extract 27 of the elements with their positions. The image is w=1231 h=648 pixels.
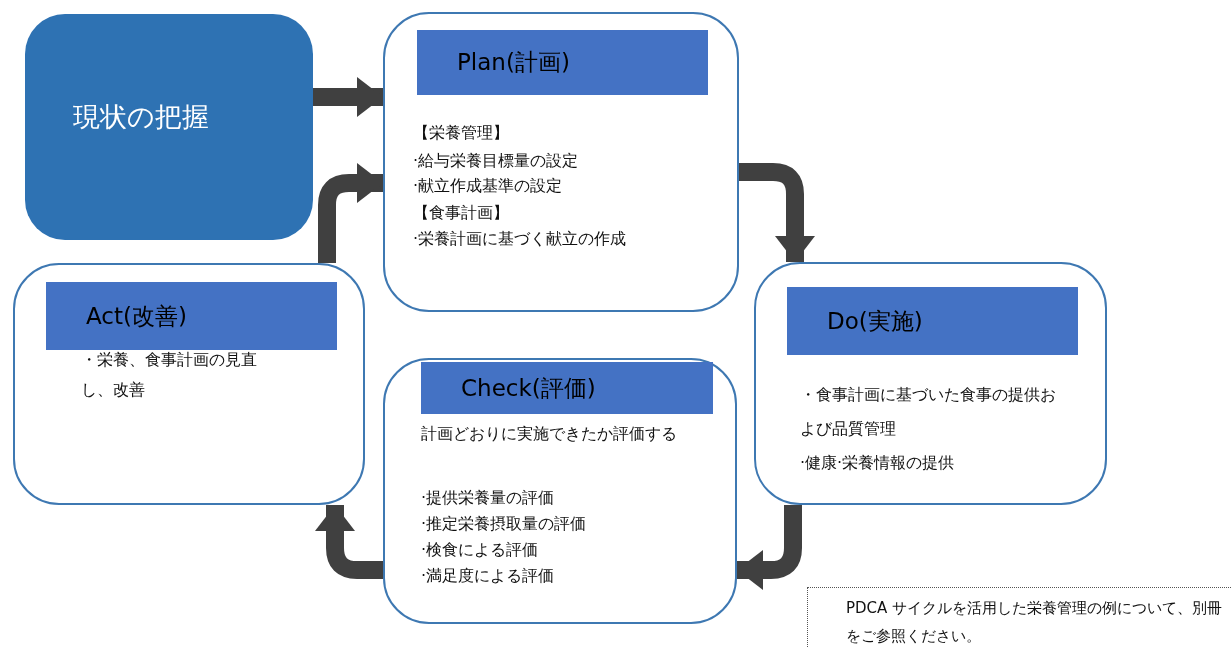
body-text: ·栄養計画に基づく献立の作成: [413, 228, 628, 250]
body-text: ·推定栄養摂取量の評価: [421, 513, 588, 535]
arrow: [313, 77, 383, 117]
body-text: ·健康·栄養情報の提供: [800, 452, 956, 474]
arrow: [315, 505, 383, 579]
body-text: ·提供栄養量の評価: [421, 487, 556, 509]
body-text: 【食事計画】: [413, 202, 510, 224]
status-box: 現状の把握: [25, 14, 313, 240]
arrow: [737, 505, 802, 590]
do-box: [754, 262, 1107, 505]
arrow: [318, 163, 383, 263]
body-text: ·満足度による評価: [421, 565, 556, 587]
body-text: 計画どおりに実施できたか評価する: [421, 423, 678, 445]
body-text: ·献立作成基準の設定: [413, 175, 564, 197]
title-banner: Do(実施): [787, 287, 1078, 355]
body-text: 【栄養管理】: [413, 122, 510, 144]
plan-box: [383, 12, 739, 312]
body-text: ・食事計画に基づいた食事の提供および品質管理: [800, 384, 1057, 440]
body-text: ・栄養、食事計画の見直し、改善: [81, 349, 258, 401]
act-box: [13, 263, 365, 505]
title-banner: Check(評価): [421, 362, 713, 414]
body-text: ·検食による評価: [421, 539, 540, 561]
check-box: [383, 358, 737, 624]
body-text: ·給与栄養目標量の設定: [413, 150, 580, 172]
title-banner: Plan(計画): [417, 30, 708, 95]
note-box: PDCA サイクルを活用した栄養管理の例について、別冊をご参照ください。: [807, 587, 1231, 648]
title-banner: Act(改善): [46, 282, 337, 350]
